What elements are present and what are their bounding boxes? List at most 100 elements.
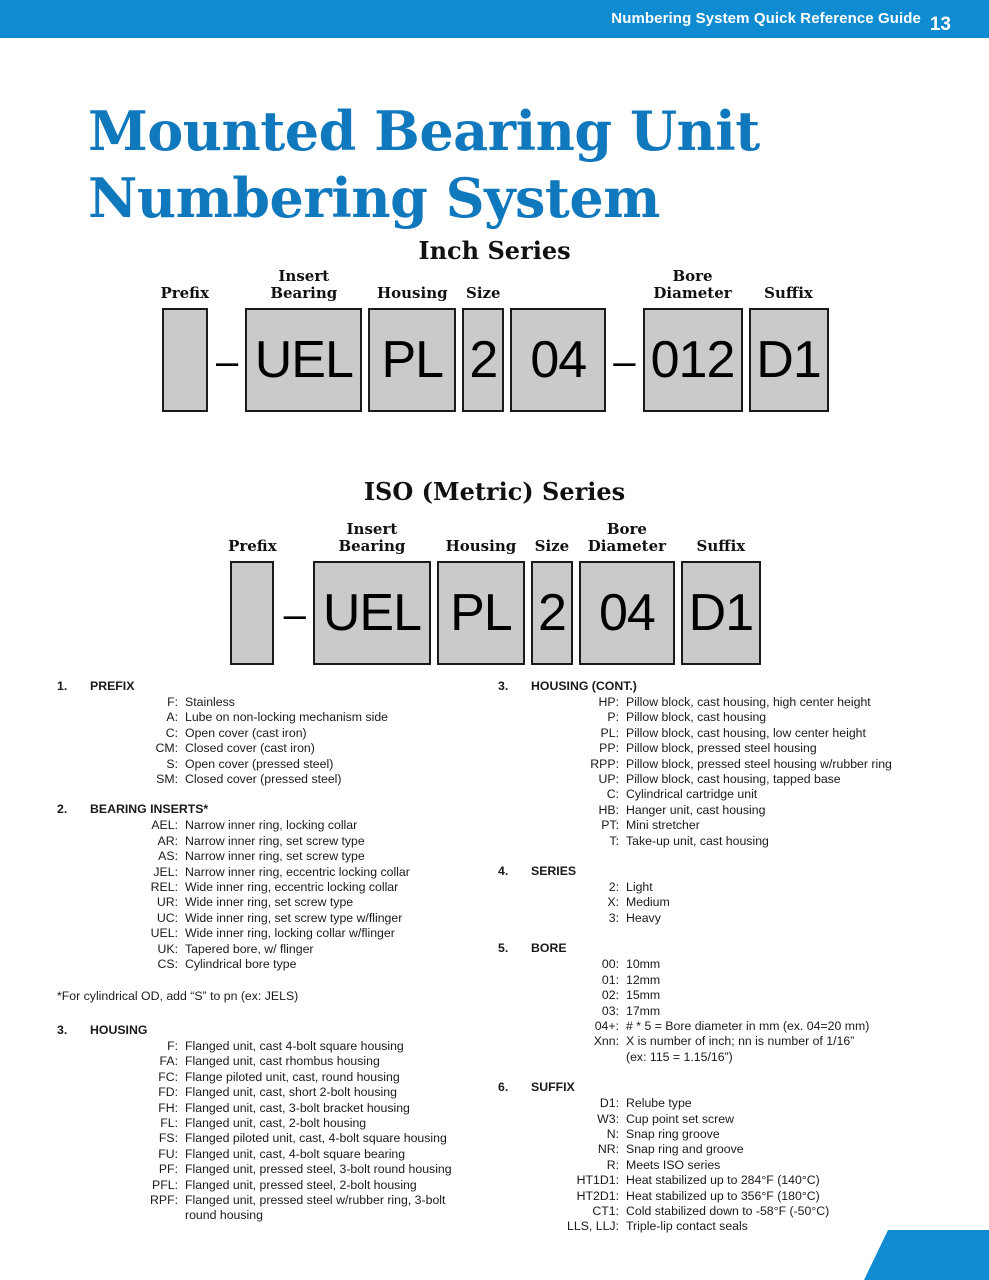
legend-row: FC:Flange piloted unit, cast, round hous… <box>57 1070 487 1085</box>
legend-row-code: UEL: <box>150 926 178 941</box>
legend-row-description: Flange piloted unit, cast, round housing <box>185 1069 400 1084</box>
legend-row: FL:Flanged unit, cast, 2-bolt housing <box>57 1116 487 1131</box>
legend-section-header: 3.HOUSING (CONT.) <box>498 678 968 694</box>
legend-row-description: # * 5 = Bore diameter in mm (ex. 04=20 m… <box>626 1018 870 1033</box>
legend-section: 2.BEARING INSERTS*AEL:Narrow inner ring,… <box>57 801 487 972</box>
legend-row-description: Flanged unit, pressed steel w/rubber rin… <box>185 1193 487 1224</box>
legend-row-code: CT1: <box>592 1203 619 1218</box>
legend-row: 03:17mm <box>498 1004 968 1019</box>
legend-row-description: Narrow inner ring, eccentric locking col… <box>185 864 410 879</box>
inch_series-segment-box: D1 <box>748 308 829 412</box>
inch_series-segment-label: Insert Bearing <box>270 267 338 302</box>
legend-row-description: Wide inner ring, set screw type w/flinge… <box>185 910 403 925</box>
legend-row-description: Cup point set screw <box>626 1111 734 1126</box>
legend-row-description: Tapered bore, w/ flinger <box>185 941 314 956</box>
legend-row-code: LLS, LLJ: <box>567 1219 619 1234</box>
legend-row-description: Wide inner ring, eccentric locking colla… <box>185 880 399 895</box>
legend-row-code: F: <box>167 1038 178 1053</box>
legend-section-header: 2.BEARING INSERTS* <box>57 801 487 817</box>
legend-row-description: Closed cover (cast iron) <box>185 741 315 756</box>
legend-row-description: Pillow block, pressed steel housing w/ru… <box>626 756 892 771</box>
legend-row-list: HP:Pillow block, cast housing, high cent… <box>498 695 968 849</box>
legend-row-description: Triple-lip contact seals <box>626 1219 748 1234</box>
inch_series-separator-dash: – <box>216 340 239 384</box>
legend-row: HT2D1:Heat stabilized up to 356°F (180°C… <box>498 1189 968 1204</box>
legend-row: PT:Mini stretcher <box>498 818 968 833</box>
page-title: Mounted Bearing Unit Numbering System <box>88 98 868 232</box>
legend-row-code: T: <box>609 833 619 848</box>
legend-row-code: AR: <box>157 833 179 848</box>
legend-row-code: FS: <box>158 1131 178 1146</box>
legend-row: F:Flanged unit, cast 4-bolt square housi… <box>57 1039 487 1054</box>
top-banner: Numbering System Quick Reference Guide <box>0 0 989 38</box>
legend-row: FA:Flanged unit, cast rhombus housing <box>57 1054 487 1069</box>
iso_series-segment-label: Insert Bearing <box>338 520 406 555</box>
legend-row: PFL:Flanged unit, pressed steel, 2-bolt … <box>57 1178 487 1193</box>
legend-row: 04+:# * 5 = Bore diameter in mm (ex. 04=… <box>498 1019 968 1034</box>
inch_series-separator-dash: – <box>613 340 636 384</box>
legend-row: AS:Narrow inner ring, set screw type <box>57 849 487 864</box>
legend-row: 2:Light <box>498 880 968 895</box>
legend-row: X:Medium <box>498 895 968 910</box>
inch_series-segment: 04 <box>510 268 607 412</box>
legend-row-description-continued: round housing <box>185 1208 263 1223</box>
legend-row: AEL:Narrow inner ring, locking collar <box>57 818 487 833</box>
legend-row-description: Pillow block, cast housing, low center h… <box>626 725 866 740</box>
legend-row-code: UR: <box>156 895 178 910</box>
legend-row-description: 17mm <box>626 1003 661 1018</box>
legend-row: C:Open cover (cast iron) <box>57 726 487 741</box>
legend-row-code: HT2D1: <box>576 1188 619 1203</box>
legend-row: FU:Flanged unit, cast, 4-bolt square bea… <box>57 1147 487 1162</box>
legend-section-header: 6.SUFFIX <box>498 1079 968 1095</box>
legend-section-header: 3.HOUSING <box>57 1022 487 1038</box>
legend-row: 02:15mm <box>498 988 968 1003</box>
legend-row: NR:Snap ring and groove <box>498 1142 968 1157</box>
legend-row-description: Narrow inner ring, set screw type <box>185 849 365 864</box>
inch_series-segment: Prefix <box>160 268 209 412</box>
legend-row-description: Flanged unit, cast, 4-bolt square bearin… <box>185 1146 406 1161</box>
legend-row-description: Pillow block, cast housing, tapped base <box>626 772 841 787</box>
legend-row-code: UP: <box>598 772 620 787</box>
legend-row: PF:Flanged unit, pressed steel, 3-bolt r… <box>57 1162 487 1177</box>
legend-row: UR: Wide inner ring, set screw type <box>57 895 487 910</box>
iso_series-segment-box: 04 <box>578 561 675 665</box>
legend-row-description: Wide inner ring, set screw type <box>185 895 354 910</box>
legend-section-number: 1. <box>57 679 68 693</box>
legend-row-code: 02: <box>601 988 619 1003</box>
legend-row-code: C: <box>606 787 619 802</box>
iso_series-segment-label: Prefix <box>228 537 277 555</box>
iso_series-separator-dash: – <box>283 593 306 637</box>
legend-row-description: Meets ISO series <box>626 1157 721 1172</box>
legend-column-right: 3.HOUSING (CONT.)HP:Pillow block, cast h… <box>498 678 968 1249</box>
legend-row: Xnn:X is number of inch; nn is number of… <box>498 1034 968 1065</box>
legend-row: FD:Flanged unit, cast, short 2-bolt hous… <box>57 1085 487 1100</box>
legend-row-description: Mini stretcher <box>626 818 700 833</box>
legend-row-code: Xnn: <box>593 1034 619 1049</box>
legend-row: C:Cylindrical cartridge unit <box>498 787 968 802</box>
legend-row-code: N: <box>606 1126 619 1141</box>
legend-row: 00:10mm <box>498 957 968 972</box>
legend-row-description: Snap ring groove <box>626 1126 720 1141</box>
legend-row-code: UC: <box>156 910 178 925</box>
legend-row: PP:Pillow block, pressed steel housing <box>498 741 968 756</box>
inch_series-segment-label: Housing <box>376 284 448 302</box>
legend-row: REL:Wide inner ring, eccentric locking c… <box>57 880 487 895</box>
legend-row: UC: Wide inner ring, set screw type w/fli… <box>57 911 487 926</box>
legend-row: RPF:Flanged unit, pressed steel w/rubber… <box>57 1193 487 1224</box>
legend-row-code: X: <box>607 895 619 910</box>
